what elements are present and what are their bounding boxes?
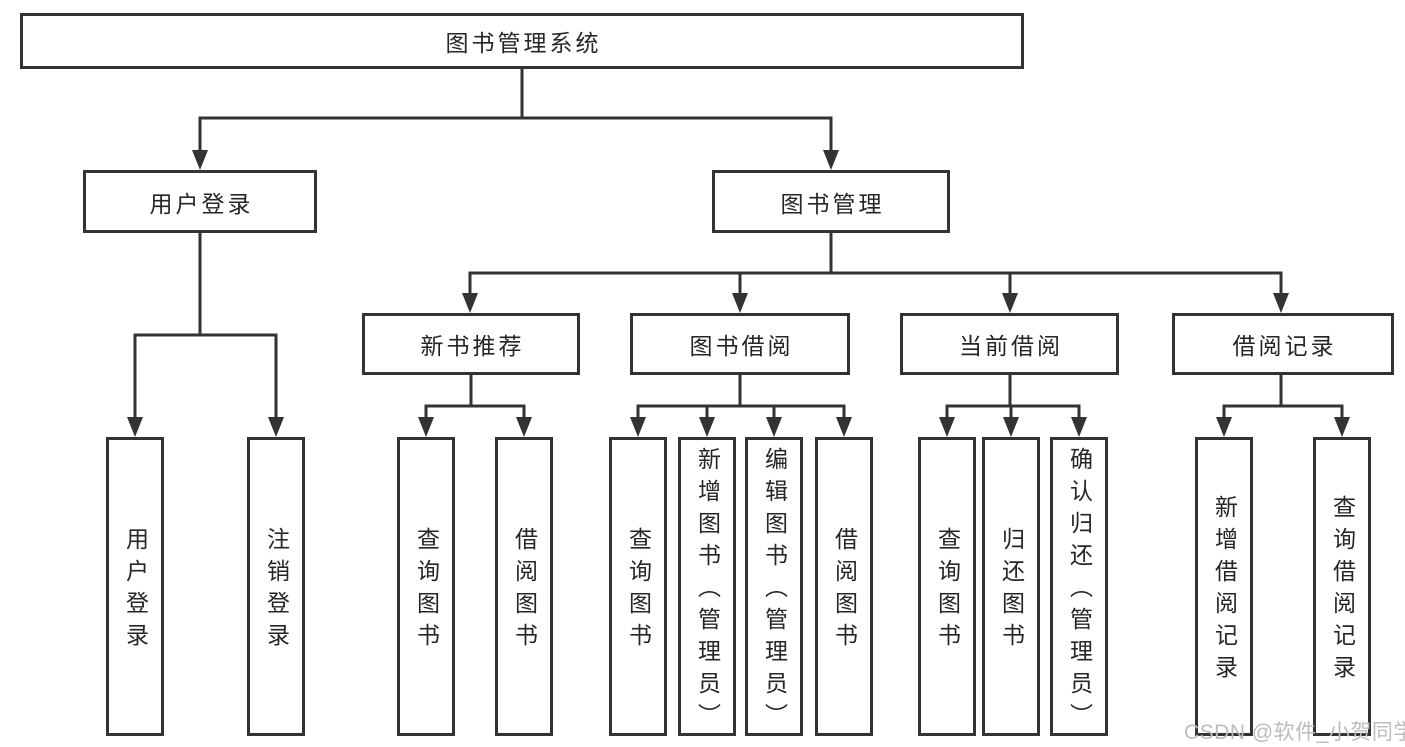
node-current-borrow: 当前借阅	[900, 313, 1119, 375]
leaf-confirm-return-admin-label: 确认归还（管理员）	[1066, 447, 1093, 735]
leaf-borrow-book: 借阅图书	[815, 437, 873, 736]
connector-book-management-to-level3	[468, 231, 1283, 297]
leaf-return-book: 归还图书	[982, 437, 1040, 736]
arrowhead	[127, 417, 143, 437]
leaf-borrow-book-recommend: 借阅图书	[495, 437, 553, 736]
arrowhead	[939, 417, 955, 437]
connector-book-borrow-to-leaves	[636, 373, 846, 421]
arrowhead	[1002, 293, 1018, 313]
arrowhead	[1216, 417, 1232, 437]
node-borrow-records-label: 借阅记录	[1232, 333, 1337, 359]
leaf-query-borrow-record-label: 查询借阅记录	[1329, 495, 1356, 687]
leaf-query-book-recommend: 查询图书	[397, 437, 455, 736]
leaf-confirm-return-admin: 确认归还（管理员）	[1050, 437, 1108, 736]
connector-new-book-recommend-to-leaves	[424, 373, 526, 421]
leaf-return-book-label: 归还图书	[998, 527, 1025, 655]
arrowhead	[1334, 417, 1350, 437]
arrowhead	[192, 150, 208, 170]
arrowhead	[1273, 293, 1289, 313]
node-book-management: 图书管理	[712, 170, 950, 233]
node-user-login: 用户登录	[83, 170, 317, 233]
arrowhead	[823, 150, 839, 170]
leaf-query-book-borrow-label: 查询图书	[625, 527, 652, 655]
leaf-user-login-label: 用户登录	[122, 527, 149, 655]
node-current-borrow-label: 当前借阅	[959, 333, 1063, 359]
arrowhead	[766, 417, 782, 437]
arrowhead	[1071, 417, 1087, 437]
leaf-logout-label: 注销登录	[263, 527, 290, 655]
leaf-edit-book-admin: 编辑图书（管理员）	[745, 437, 803, 736]
leaf-add-borrow-record-label: 新增借阅记录	[1211, 495, 1238, 687]
arrowhead	[732, 293, 748, 313]
leaf-query-book-current-label: 查询图书	[934, 527, 961, 655]
node-new-book-recommend-label: 新书推荐	[420, 333, 525, 359]
node-book-borrow: 图书借阅	[630, 313, 850, 375]
arrowhead	[699, 417, 715, 437]
leaf-borrow-book-recommend-label: 借阅图书	[511, 527, 538, 655]
connector-current-borrow-to-leaves	[945, 373, 1081, 421]
connector-user-login-to-leaves	[133, 231, 278, 421]
arrowhead	[268, 417, 284, 437]
leaf-borrow-book-label: 借阅图书	[831, 527, 858, 655]
node-book-borrow-label: 图书借阅	[689, 333, 794, 359]
csdn-watermark: CSDN @软件_小贺同学	[1184, 721, 1405, 744]
leaf-query-book-recommend-label: 查询图书	[413, 527, 440, 655]
node-library-system: 图书管理系统	[20, 13, 1024, 69]
leaf-query-borrow-record: 查询借阅记录	[1313, 437, 1371, 736]
node-library-system-label: 图书管理系统	[445, 30, 602, 56]
arrowhead	[1003, 417, 1019, 437]
leaf-add-book-admin-label: 新增图书（管理员）	[694, 447, 721, 735]
arrowhead	[516, 417, 532, 437]
arrowhead	[630, 417, 646, 437]
arrowhead	[462, 293, 478, 313]
leaf-add-book-admin: 新增图书（管理员）	[678, 437, 736, 736]
leaf-logout: 注销登录	[247, 437, 305, 736]
leaf-user-login: 用户登录	[106, 437, 164, 736]
connector-borrow-records-to-leaves	[1222, 373, 1344, 421]
arrowhead	[836, 417, 852, 437]
node-user-login-label: 用户登录	[149, 190, 254, 217]
leaf-query-book-borrow: 查询图书	[609, 437, 667, 736]
node-new-book-recommend: 新书推荐	[362, 313, 580, 375]
node-borrow-records: 借阅记录	[1172, 313, 1394, 375]
connector-root-to-level2	[198, 67, 833, 154]
leaf-query-book-current: 查询图书	[918, 437, 976, 736]
leaf-add-borrow-record: 新增借阅记录	[1195, 437, 1253, 736]
node-book-management-label: 图书管理	[780, 190, 885, 217]
leaf-edit-book-admin-label: 编辑图书（管理员）	[761, 447, 788, 735]
arrowhead	[418, 417, 434, 437]
